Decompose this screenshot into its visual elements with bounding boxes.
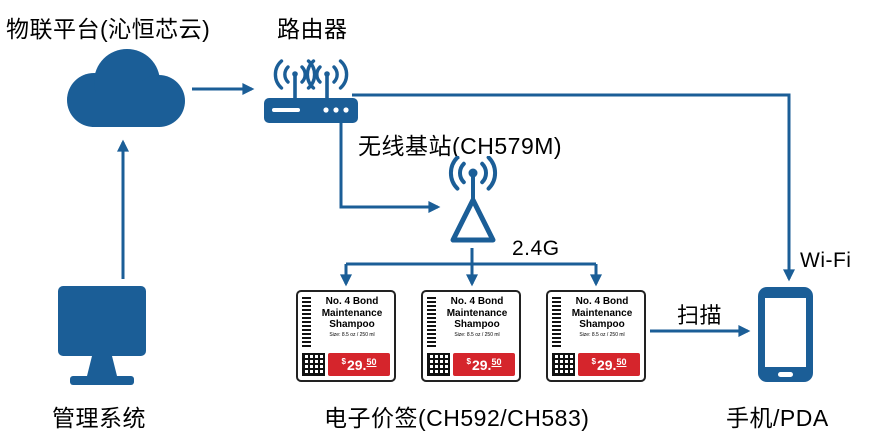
price-currency: $ — [591, 356, 596, 366]
price-whole: 29. — [471, 356, 492, 373]
esl-product-text: No. 4 Bond Maintenance Shampoo Size: 8.5… — [314, 296, 390, 351]
esl-label: 电子价签(CH592/CH583) — [324, 405, 590, 431]
esl-tag-2: No. 4 Bond Maintenance Shampoo Size: 8.5… — [421, 290, 521, 382]
product-title-line: No. 4 Bond — [325, 296, 379, 307]
esl-product-text: No. 4 Bond Maintenance Shampoo Size: 8.5… — [439, 296, 515, 351]
cloud-icon — [54, 42, 196, 136]
router-icon — [262, 48, 360, 128]
product-title-line: No. 4 Bond — [575, 296, 629, 307]
frequency-label: 2.4G — [512, 237, 560, 260]
product-title-line: Shampoo — [329, 319, 375, 330]
scan-label: 扫描 — [677, 303, 723, 328]
wifi-label: Wi-Fi — [800, 249, 852, 272]
barcode-icon — [552, 297, 561, 347]
barcode-icon — [427, 297, 436, 347]
qr-code-icon — [552, 353, 575, 376]
esl-tag-bottom: $ 29. 50 — [552, 351, 640, 376]
esl-tag-bottom: $ 29. 50 — [427, 351, 515, 376]
price-currency: $ — [341, 356, 346, 366]
price-badge: $ 29. 50 — [328, 353, 390, 376]
router-label: 路由器 — [277, 16, 348, 42]
price-whole: 29. — [596, 356, 617, 373]
esl-tag-3: No. 4 Bond Maintenance Shampoo Size: 8.5… — [546, 290, 646, 382]
smartphone-icon — [757, 286, 814, 383]
product-title-line: Maintenance — [321, 307, 383, 319]
price-currency: $ — [466, 356, 471, 366]
platform-label: 物联平台(沁恒芯云) — [6, 16, 211, 42]
price-whole: 29. — [346, 356, 367, 373]
product-title-line: Shampoo — [579, 319, 625, 330]
price-cents: 50 — [366, 357, 377, 367]
price-cents: 50 — [491, 357, 502, 367]
product-size-text: Size: 8.5 oz / 250 ml — [329, 331, 375, 338]
product-title-line: Shampoo — [454, 319, 500, 330]
esl-tag-top: No. 4 Bond Maintenance Shampoo Size: 8.5… — [427, 296, 515, 351]
qr-code-icon — [427, 353, 450, 376]
phone-pda-label: 手机/PDA — [726, 405, 829, 431]
monitor-icon — [58, 284, 146, 394]
product-size-text: Size: 8.5 oz / 250 ml — [454, 331, 500, 338]
esl-tag-1: No. 4 Bond Maintenance Shampoo Size: 8.5… — [296, 290, 396, 382]
product-title-line: Maintenance — [446, 307, 508, 319]
antenna-tower-icon — [420, 156, 526, 248]
qr-code-icon — [302, 353, 325, 376]
price-cents: 50 — [616, 357, 627, 367]
price-badge: $ 29. 50 — [578, 353, 640, 376]
esl-product-text: No. 4 Bond Maintenance Shampoo Size: 8.5… — [564, 296, 640, 351]
barcode-icon — [302, 297, 311, 347]
price-badge: $ 29. 50 — [453, 353, 515, 376]
product-title-line: Maintenance — [571, 307, 633, 319]
product-size-text: Size: 8.5 oz / 250 ml — [579, 331, 625, 338]
management-system-label: 管理系统 — [52, 405, 146, 431]
product-title-line: No. 4 Bond — [450, 296, 504, 307]
base-station-label: 无线基站(CH579M) — [358, 133, 563, 159]
esl-tag-top: No. 4 Bond Maintenance Shampoo Size: 8.5… — [302, 296, 390, 351]
esl-tag-top: No. 4 Bond Maintenance Shampoo Size: 8.5… — [552, 296, 640, 351]
esl-tag-bottom: $ 29. 50 — [302, 351, 390, 376]
arrow-router-to-phone-wifi — [352, 93, 795, 282]
